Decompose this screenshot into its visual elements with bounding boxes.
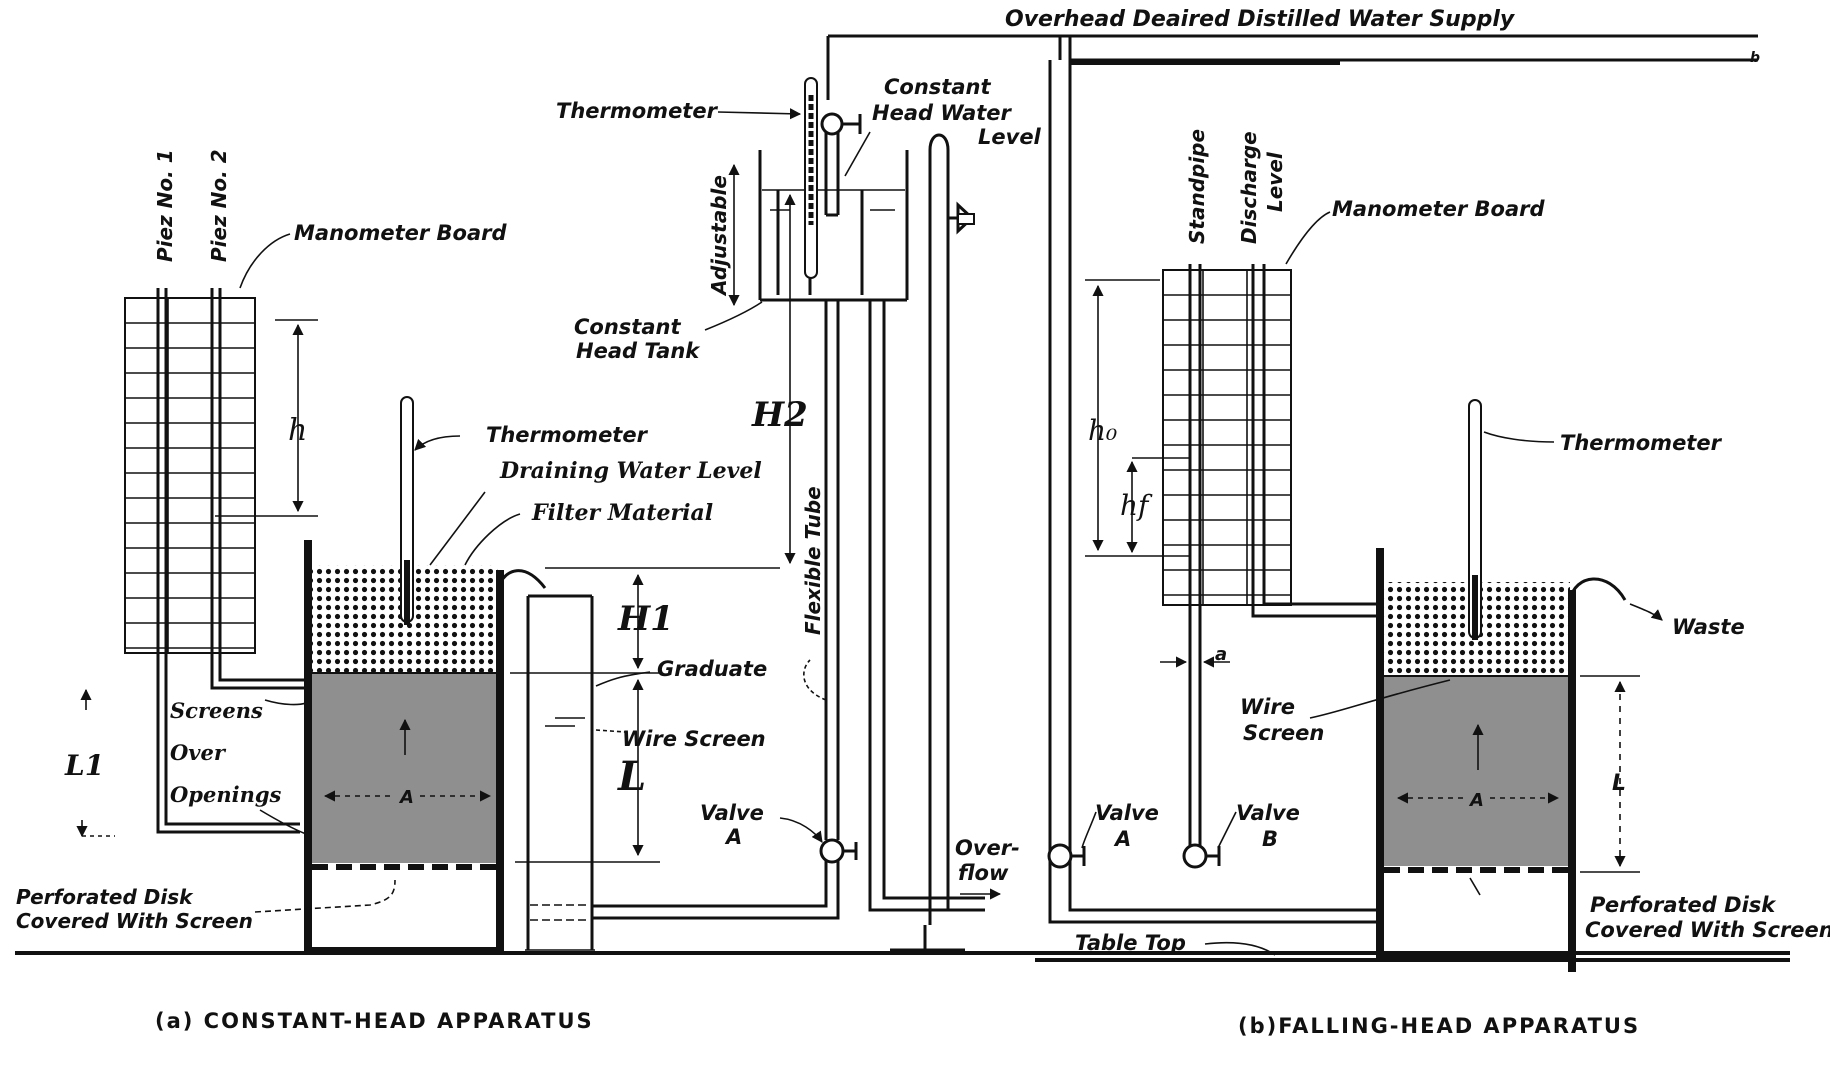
right-wire-label: Wire <box>1240 695 1295 719</box>
right-thermometer-label: Thermometer <box>1560 431 1723 455</box>
L1-dimension <box>76 688 115 838</box>
caption-constant-head: (a) CONSTANT-HEAD APPARATUS <box>155 1009 594 1033</box>
piez-2-label: Piez No. 2 <box>207 149 231 262</box>
standpipe-label: Standpipe <box>1185 129 1209 244</box>
piez-1-label: Piez No. 1 <box>153 149 177 262</box>
constant-head-tank <box>758 112 909 302</box>
middle-thermometer-label: Thermometer <box>556 99 719 123</box>
left-h-dimension <box>215 319 318 517</box>
right-thermometer <box>1468 399 1482 640</box>
middle-valve-A-label: A <box>724 825 742 849</box>
h0-hf-dimensions <box>1085 279 1190 557</box>
left-wire-screen-label: Wire Screen <box>622 727 766 751</box>
right-area-A-label: A <box>1468 790 1484 811</box>
L-label: L <box>617 753 646 800</box>
H1-label: H1 <box>617 599 674 639</box>
constant-head-level-label-3: Level <box>978 125 1042 149</box>
right-perforated-disk-label-1: Perforated Disk <box>1590 893 1777 917</box>
standpipe-and-discharge-tubes <box>1047 264 1380 924</box>
H2-label: H2 <box>751 395 808 435</box>
middle-thermometer <box>804 77 818 279</box>
draining-water-level-label: Draining Water Level <box>499 458 762 484</box>
standpipe-area-a-label: a <box>1215 644 1227 665</box>
screens-label: Screens <box>170 698 263 723</box>
constant-head-tank-label-2: Head Tank <box>576 339 701 363</box>
left-thermometer-label: Thermometer <box>486 423 649 447</box>
table-top-label: Table Top <box>1075 931 1186 955</box>
over-label: Over <box>170 740 227 765</box>
right-perforated-disk-label-2: Covered With Screen <box>1585 918 1830 942</box>
left-area-A-label: A <box>398 787 414 808</box>
flexible-tube-label: Flexible Tube <box>801 486 825 635</box>
left-perforated-disk-label-2: Covered With Screen <box>16 909 253 933</box>
right-L-label: L <box>1612 771 1626 796</box>
constant-head-tank-label-1: Constant <box>574 315 681 339</box>
h0-label: h₀ <box>1088 414 1117 447</box>
right-manometer-board <box>1162 269 1292 606</box>
overflow-label-2: flow <box>958 861 1009 885</box>
small-b-label: b <box>1750 50 1760 66</box>
waste-label: Waste <box>1672 615 1745 639</box>
overhead-supply-pipe <box>826 34 1758 880</box>
caption-falling-head: (b)FALLING-HEAD APPARATUS <box>1238 1014 1640 1038</box>
graduate-label: Graduate <box>657 657 767 681</box>
left-manometer-board-label: Manometer Board <box>294 221 507 245</box>
h-label: h <box>288 413 307 448</box>
left-thermometer <box>400 396 414 625</box>
right-valve-B-label-2: B <box>1262 827 1278 851</box>
openings-label: Openings <box>170 782 282 807</box>
supply-title: Overhead Deaired Distilled Water Supply <box>1005 7 1516 32</box>
middle-valve-label: Valve <box>700 801 764 825</box>
discharge-level-label-2: Level <box>1263 151 1287 212</box>
discharge-level-label-1: Discharge <box>1237 131 1261 244</box>
constant-head-level-label-1: Constant <box>884 75 991 99</box>
adjustable-label: Adjustable <box>707 175 731 297</box>
graduate-cylinder <box>520 594 600 955</box>
H1-L-dimensions <box>510 567 780 863</box>
right-valve-A-label-2: A <box>1113 827 1131 851</box>
left-manometer-board <box>124 297 256 654</box>
flexible-tube-and-pipes <box>592 133 1002 952</box>
right-L-dimension <box>1580 675 1640 873</box>
right-screen-label: Screen <box>1243 721 1324 745</box>
right-valve-B-label-1: Valve <box>1236 801 1300 825</box>
left-piezometer-tubes <box>156 288 305 834</box>
left-specimen-container <box>304 540 547 955</box>
constant-head-level-label-2: Head Water <box>872 101 1013 125</box>
filter-material-label: Filter Material <box>531 500 713 526</box>
right-manometer-board-label: Manometer Board <box>1332 197 1545 221</box>
L1-label: L1 <box>64 749 104 782</box>
hf-label: hf <box>1120 489 1153 522</box>
table-top <box>15 941 1790 962</box>
left-perforated-disk-label-1: Perforated Disk <box>16 885 194 909</box>
right-valve-A-label-1: Valve <box>1095 801 1159 825</box>
right-specimen-container <box>1376 548 1627 972</box>
overflow-label-1: Over- <box>955 836 1020 860</box>
